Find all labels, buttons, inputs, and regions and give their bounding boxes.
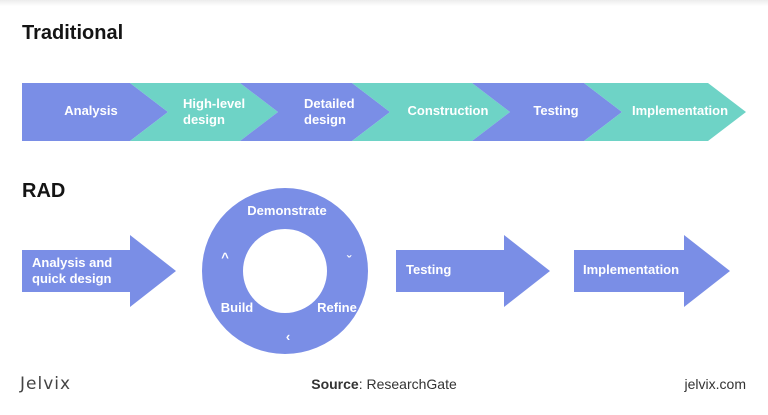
cycle-stage-refine: Refine	[317, 300, 357, 315]
source-label: Source	[311, 376, 359, 392]
svg-text:Testing: Testing	[533, 103, 578, 118]
step-label: Testing	[533, 103, 578, 118]
rad-step-implementation: Implementation	[574, 235, 730, 307]
svg-text:Analysis and quick des: Analysis and quick design	[32, 255, 116, 286]
step-label: Construction	[408, 103, 489, 118]
jelvix-logo: Jelvix	[20, 374, 72, 394]
traditional-step-high-level-design: High-level design	[130, 83, 278, 141]
step-label: Analysis and	[32, 255, 112, 270]
step-label: Testing	[406, 262, 451, 277]
svg-text:Analysis: Analysis	[64, 103, 117, 118]
step-label: quick design	[32, 271, 112, 286]
svg-text:High-level design: High-level design	[183, 96, 249, 127]
traditional-title: Traditional	[22, 22, 124, 44]
step-label: Analysis	[64, 103, 117, 118]
svg-text:Detailed design: Detailed design	[304, 96, 358, 127]
traditional-step-analysis: Analysis	[22, 83, 168, 141]
step-label: Implementation	[583, 262, 679, 277]
site-link[interactable]: jelvix.com	[684, 376, 746, 392]
cycle-stage-build: Build	[221, 300, 254, 315]
traditional-step-implementation: Implementation	[584, 83, 746, 141]
source-credit: Source: ResearchGate	[311, 376, 457, 392]
traditional-step-testing: Testing	[472, 83, 622, 141]
step-label: design	[183, 112, 225, 127]
source-value: ResearchGate	[366, 376, 457, 392]
rad-step-analysis-quick-design: Analysis and quick design	[22, 235, 176, 307]
chevron-down-icon: ˇ	[347, 253, 352, 268]
top-shadow	[0, 0, 768, 6]
rad-step-testing: Testing	[396, 235, 550, 307]
svg-text:Implementation: Implementation	[583, 262, 679, 277]
rad-flow: Analysis and quick design Demonstrate Re…	[22, 188, 730, 354]
step-label: design	[304, 112, 346, 127]
step-label: Detailed	[304, 96, 355, 111]
traditional-step-detailed-design: Detailed design	[240, 83, 390, 141]
chevron-left-icon: ‹	[286, 329, 290, 344]
svg-text:Testing: Testing	[406, 262, 451, 277]
rad-cycle: Demonstrate Refine Build ^ ˇ ‹	[202, 188, 368, 354]
svg-text:Construction: Construction	[408, 103, 489, 118]
cycle-stage-demonstrate: Demonstrate	[247, 203, 326, 218]
rad-title: RAD	[22, 180, 66, 202]
traditional-step-construction: Construction	[352, 83, 510, 141]
svg-text:Implementation: Implementation	[632, 103, 728, 118]
traditional-flow: Analysis High-level design Detailed desi…	[22, 83, 746, 141]
step-label: Implementation	[632, 103, 728, 118]
step-label: High-level	[183, 96, 245, 111]
chevron-up-icon: ^	[221, 250, 229, 265]
